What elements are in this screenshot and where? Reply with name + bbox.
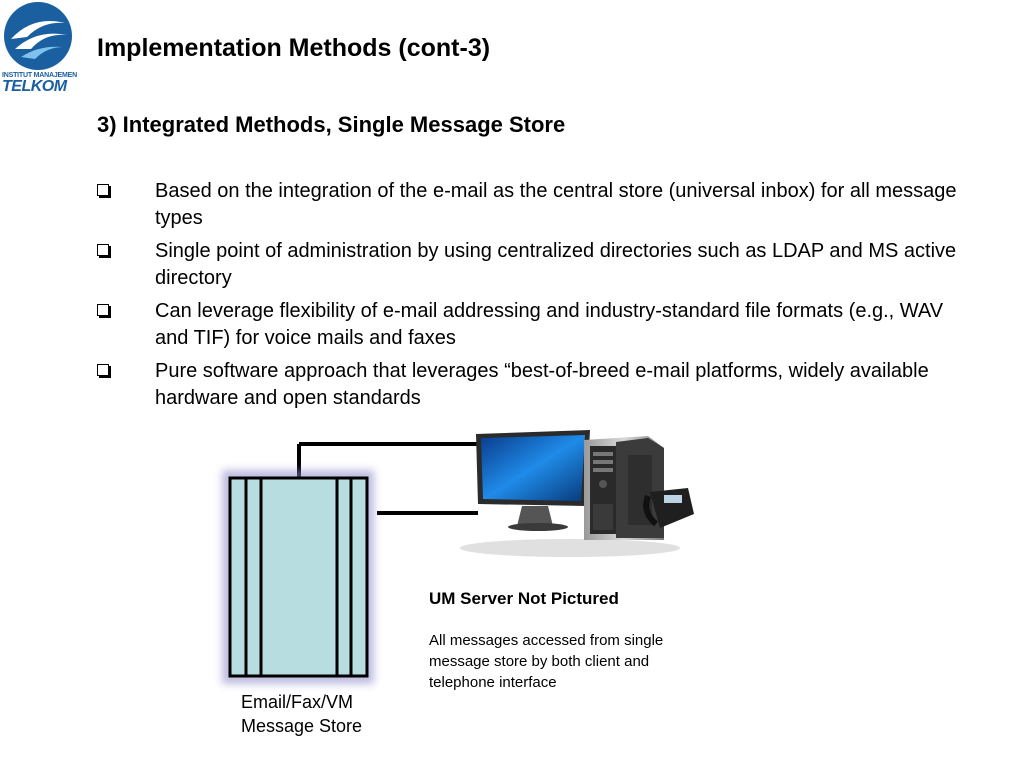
slide-subtitle: 3) Integrated Methods, Single Message St… (97, 112, 566, 137)
checkbox-bullet-icon (97, 244, 109, 256)
diagram-caption-text: All messages accessed from single messag… (429, 632, 664, 691)
diagram-caption-title: UM Server Not Pictured (429, 589, 619, 608)
store-label-line: Email/Fax/VM (241, 692, 354, 712)
message-store-icon (222, 470, 374, 684)
message-store-label: Email/Fax/VM Message Store (241, 690, 362, 738)
bullet-text: Can leverage flexibility of e-mail addre… (155, 300, 944, 349)
bullet-item: Based on the integration of the e-mail a… (97, 178, 957, 232)
store-label-line: Message Store (241, 716, 363, 736)
bullet-text: Pure software approach that leverages “b… (155, 360, 929, 409)
bullet-text: Based on the integration of the e-mail a… (155, 180, 957, 229)
bullet-text: Single point of administration by using … (155, 240, 957, 289)
telkom-logo: INSTITUT MANAJEMEN TELKOM (0, 0, 78, 96)
bullet-list: Based on the integration of the e-mail a… (97, 178, 957, 418)
slide-title: Implementation Methods (cont-3) (97, 34, 491, 62)
checkbox-bullet-icon (97, 304, 109, 316)
workstation-icon (460, 430, 694, 557)
bullet-item: Single point of administration by using … (97, 238, 957, 292)
logo-top-text: INSTITUT MANAJEMEN (2, 72, 77, 79)
bullet-item: Pure software approach that leverages “b… (97, 358, 957, 412)
bullet-item: Can leverage flexibility of e-mail addre… (97, 298, 957, 352)
connector-lines (297, 442, 480, 515)
logo-main-text: TELKOM (2, 78, 67, 95)
checkbox-bullet-icon (97, 364, 109, 376)
checkbox-bullet-icon (97, 184, 109, 196)
logo-emblem-icon (4, 2, 72, 70)
